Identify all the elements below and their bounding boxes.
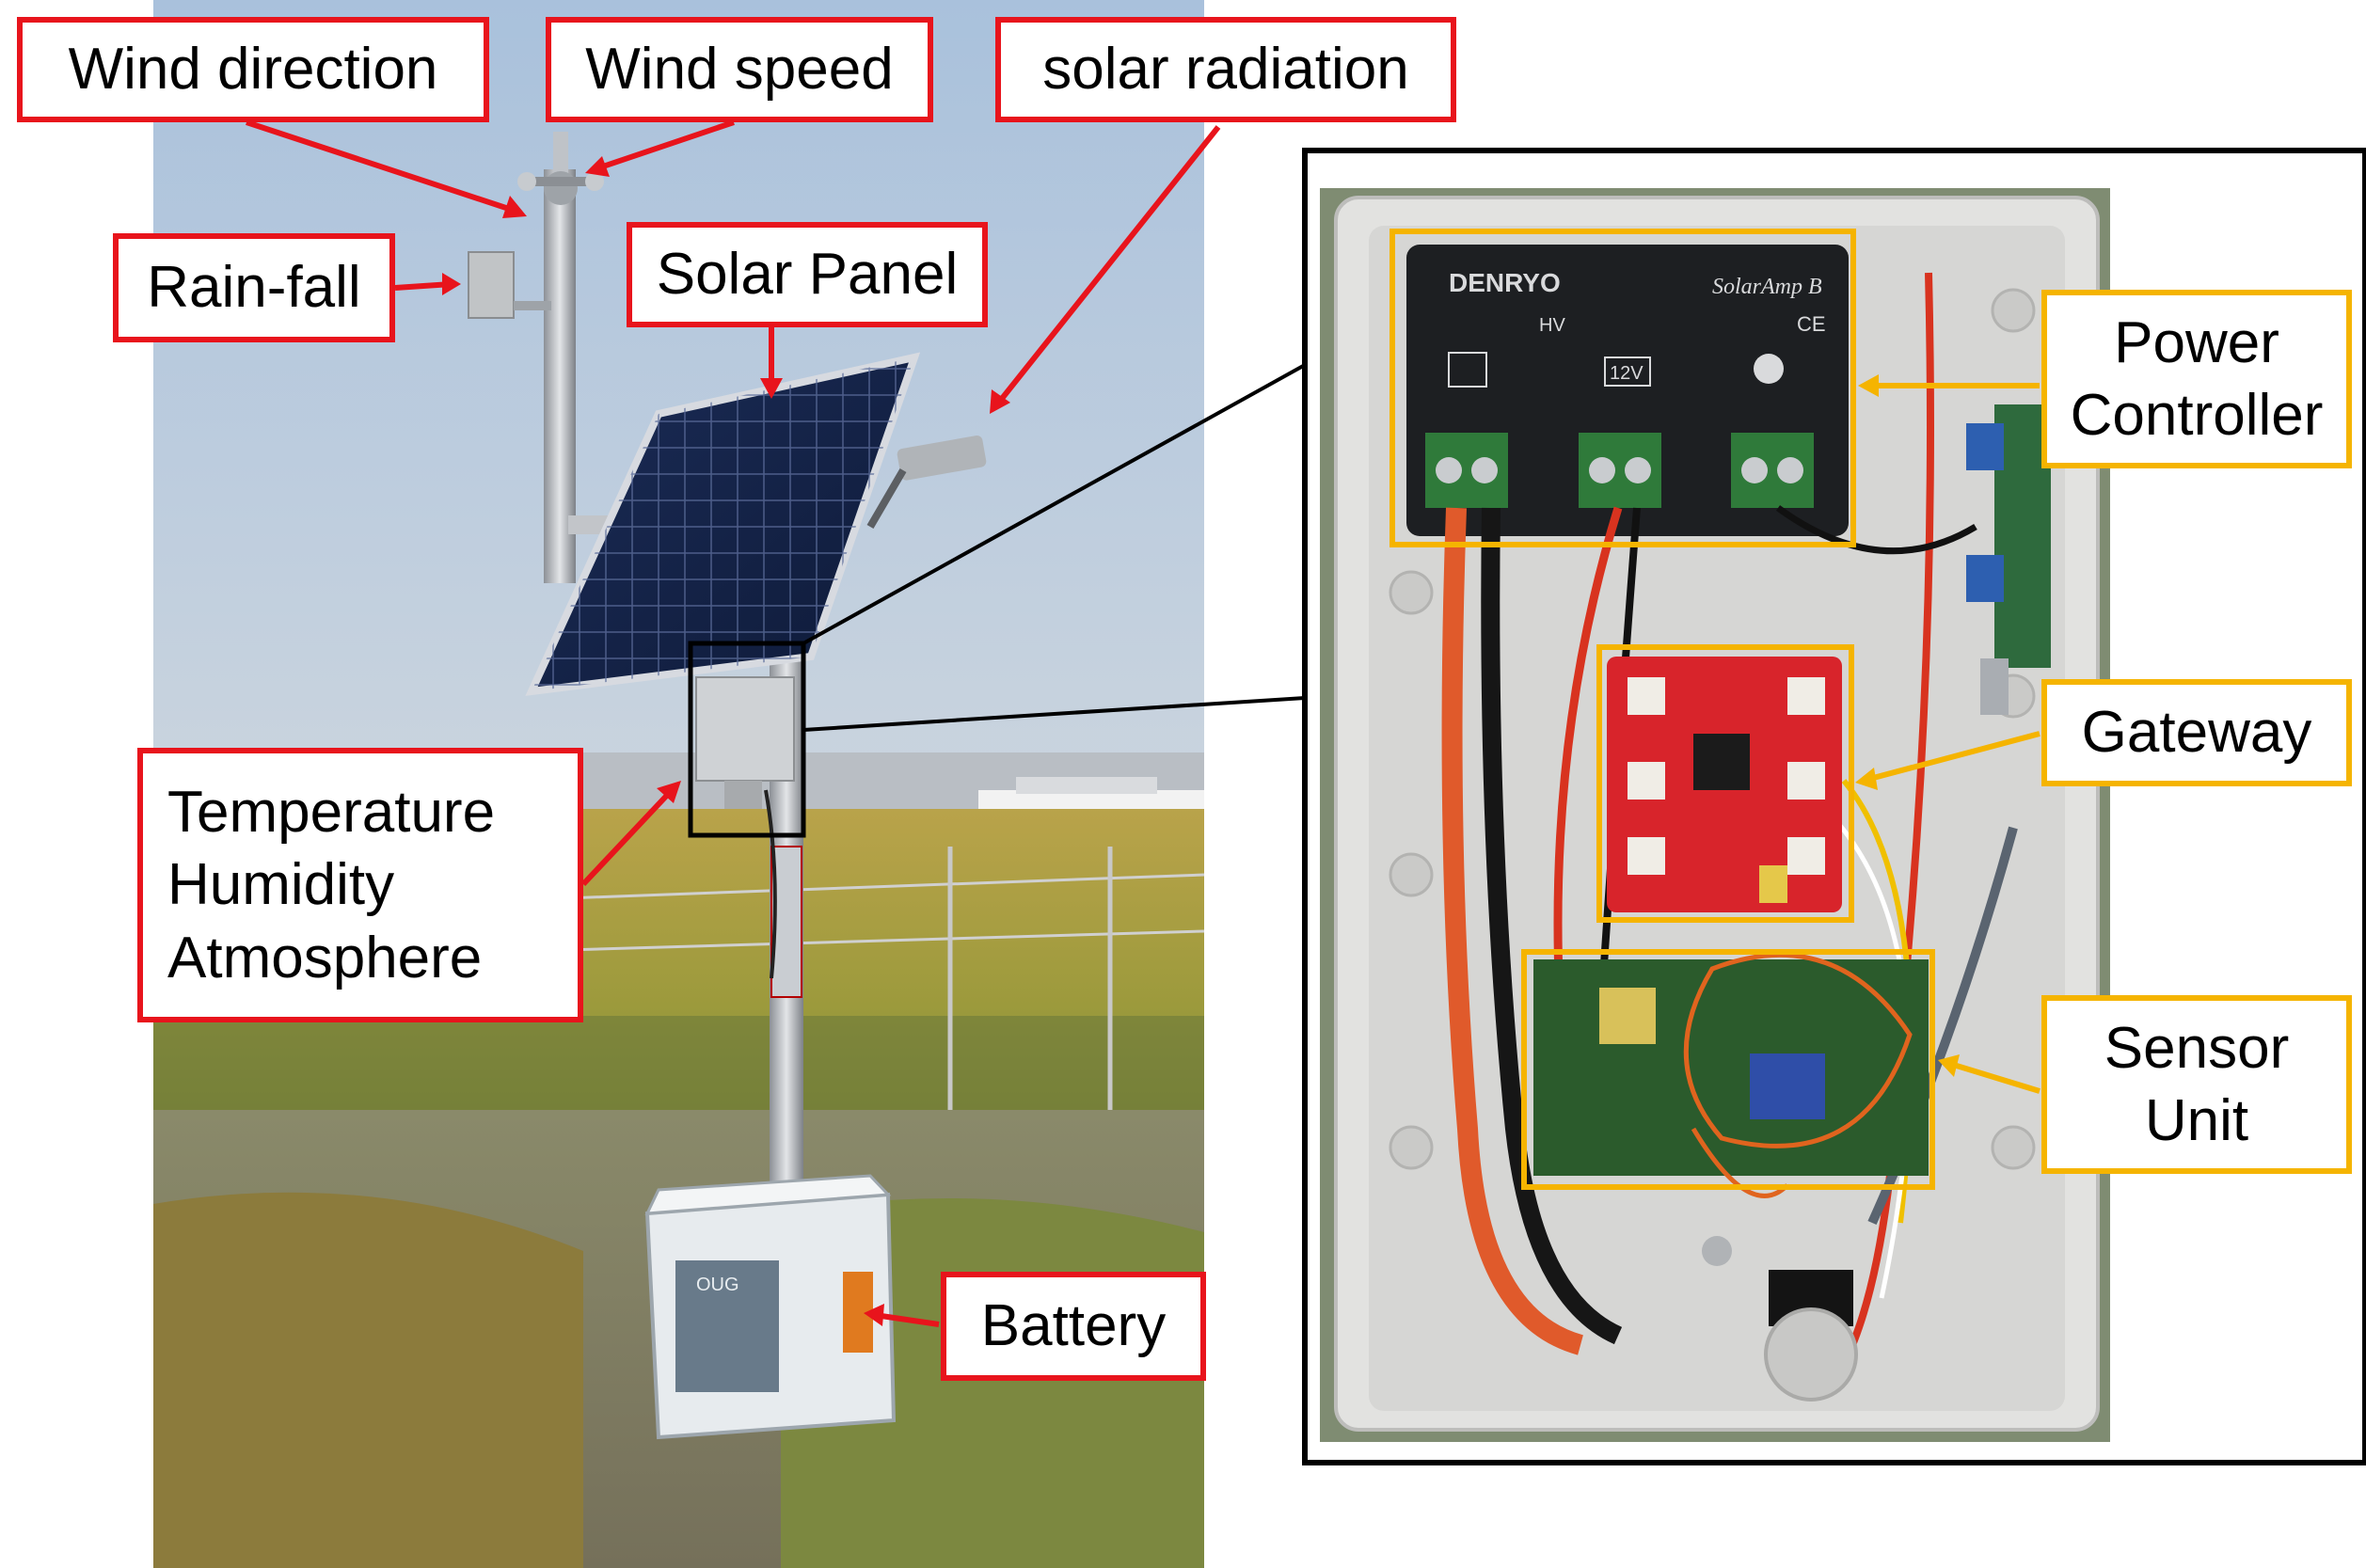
battery-text: Battery <box>980 1293 1167 1359</box>
controller-ce-text: CE <box>1797 312 1826 336</box>
solar-radiation-text: solar radiation <box>1042 37 1409 103</box>
humidity-text: Humidity <box>167 852 395 918</box>
battery-label: Battery <box>941 1272 1206 1381</box>
power-controller-label: Power Controller <box>2041 290 2352 468</box>
temperature-humidity-atmosphere-label: Temperature Humidity Atmosphere <box>137 748 583 1022</box>
wind-direction-label: Wind direction <box>17 17 489 122</box>
sensor-unit-label: Sensor Unit <box>2041 995 2352 1174</box>
atmosphere-text: Atmosphere <box>167 925 483 990</box>
controller-voltage-text: 12V <box>1610 363 1643 384</box>
solar-radiation-label: solar radiation <box>995 17 1456 122</box>
sensor-text: Sensor <box>2104 1015 2290 1081</box>
gateway-label: Gateway <box>2041 679 2352 786</box>
solar-panel-text: Solar Panel <box>656 242 959 308</box>
solar-panel-label: Solar Panel <box>627 222 988 327</box>
controller-hv-text: HV <box>1539 315 1565 336</box>
gateway-text: Gateway <box>2081 700 2312 766</box>
rain-fall-text: Rain-fall <box>147 255 361 321</box>
wind-speed-text: Wind speed <box>585 37 894 103</box>
controller-model-text: SolarAmp B <box>1712 275 1822 299</box>
controller-text: Controller <box>2070 383 2324 448</box>
temperature-text: Temperature <box>167 779 496 845</box>
rain-fall-label: Rain-fall <box>113 233 395 342</box>
battery-brand-text: OUG <box>696 1275 739 1295</box>
wind-direction-text: Wind direction <box>68 37 438 103</box>
wind-speed-label: Wind speed <box>546 17 933 122</box>
controller-brand-text: DENRYO <box>1449 268 1561 297</box>
unit-text: Unit <box>2144 1088 2249 1153</box>
power-text: Power <box>2114 309 2279 375</box>
